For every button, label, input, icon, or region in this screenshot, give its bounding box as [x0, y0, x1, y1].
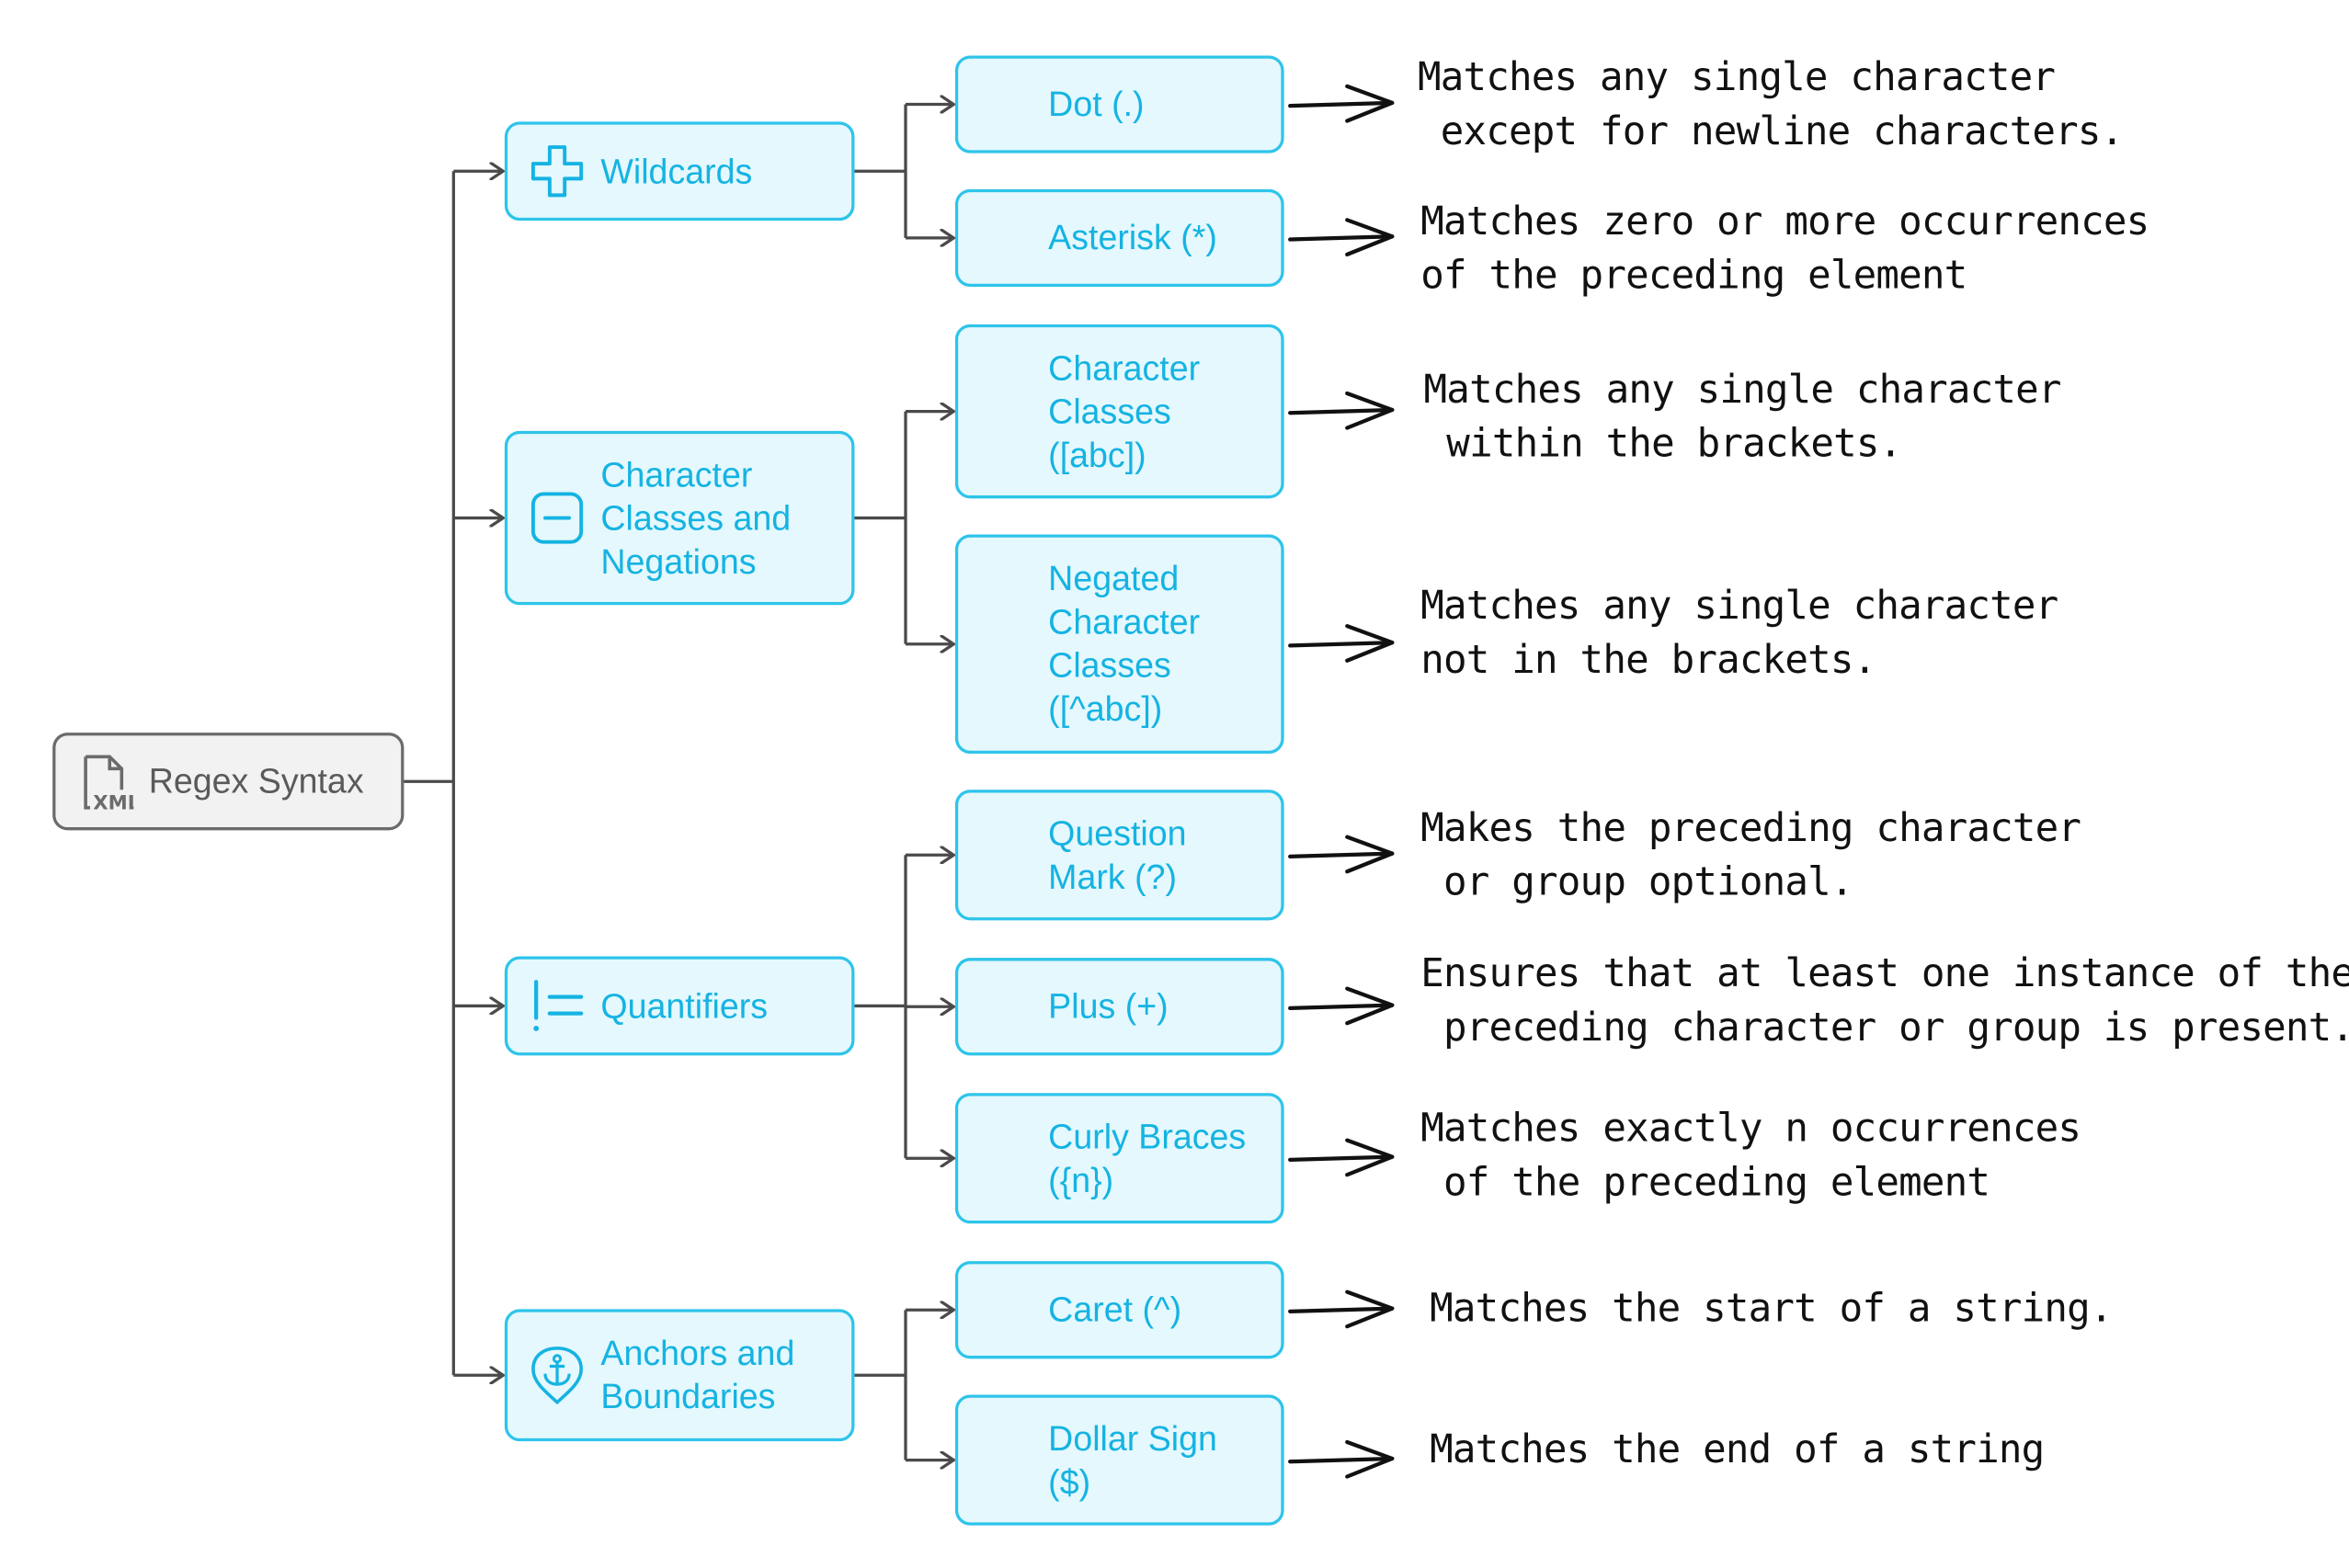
- leaf-node-question-mark[interactable]: Question Mark (?): [954, 790, 1284, 921]
- xml-file-icon: XML: [76, 752, 133, 812]
- description-curly-braces: Matches exactly n occurrences of the pre…: [1420, 1106, 2081, 1206]
- leaf-node-dollar-sign[interactable]: Dollar Sign ($): [954, 1394, 1284, 1526]
- category-node-character-classes[interactable]: Character Classes and Negations: [504, 430, 855, 606]
- description-caret: Matches the start of a string.: [1430, 1286, 2113, 1332]
- leaf-to-description-arrow: [1288, 1290, 1395, 1329]
- leaf-node-asterisk[interactable]: Asterisk (*): [954, 188, 1284, 287]
- svg-text:XML: XML: [93, 791, 133, 812]
- root-node[interactable]: XML Regex Syntax: [52, 733, 405, 831]
- category-label: Character Classes and Negations: [600, 454, 792, 581]
- category-node-wildcards[interactable]: Wildcards: [504, 121, 855, 222]
- leaf-node-curly-braces[interactable]: Curly Braces ({n}): [954, 1093, 1284, 1224]
- description-asterisk: Matches zero or more occurrences of the …: [1420, 199, 2149, 300]
- leaf-node-caret[interactable]: Caret (^): [954, 1261, 1284, 1359]
- leaf-to-description-arrow: [1288, 391, 1395, 430]
- category-label: Quantifiers: [600, 985, 769, 1025]
- leaf-to-description-arrow: [1288, 835, 1395, 874]
- leaf-node-dot[interactable]: Dot (.): [954, 55, 1284, 153]
- leaf-label: Character Classes ([abc]): [1048, 347, 1201, 474]
- leaf-node-negated-character-classes[interactable]: Negated Character Classes ([^abc]): [954, 534, 1284, 755]
- plus-icon: [529, 142, 586, 199]
- leaf-label: Caret (^): [1048, 1290, 1182, 1329]
- leaf-node-character-classes[interactable]: Character Classes ([abc]): [954, 324, 1284, 499]
- leaf-to-description-arrow: [1288, 84, 1395, 123]
- leaf-to-description-arrow: [1288, 1439, 1395, 1479]
- root-label: Regex Syntax: [148, 761, 364, 801]
- leaf-label: Curly Braces ({n}): [1048, 1116, 1247, 1199]
- leaf-label: Question Mark (?): [1048, 812, 1187, 896]
- anchor-icon: [529, 1346, 586, 1405]
- leaf-node-plus[interactable]: Plus (+): [954, 958, 1284, 1056]
- category-node-quantifiers[interactable]: Quantifiers: [504, 956, 855, 1056]
- leaf-to-description-arrow: [1288, 986, 1395, 1026]
- leaf-label: Asterisk (*): [1048, 217, 1217, 257]
- category-label: Wildcards: [600, 151, 753, 190]
- description-dot: Matches any single character except for …: [1418, 55, 2124, 155]
- description-question-mark: Makes the preceding character or group o…: [1420, 806, 2081, 906]
- leaf-to-description-arrow: [1288, 218, 1395, 257]
- leaf-label: Negated Character Classes ([^abc]): [1048, 558, 1201, 729]
- category-label: Anchors and Boundaries: [600, 1333, 795, 1416]
- leaf-label: Plus (+): [1048, 986, 1169, 1026]
- minus-square-icon: [529, 490, 586, 547]
- leaf-to-description-arrow: [1288, 1138, 1395, 1177]
- leaf-to-description-arrow: [1288, 624, 1395, 663]
- description-plus: Ensures that at least one instance of th…: [1420, 951, 2349, 1051]
- description-dollar-sign: Matches the end of a string: [1430, 1427, 2045, 1473]
- leaf-label: Dollar Sign ($): [1048, 1417, 1217, 1501]
- category-node-anchors[interactable]: Anchors and Boundaries: [504, 1309, 855, 1442]
- list-exclamation-icon: [529, 977, 586, 1034]
- description-negated-character-classes: Matches any single character not in the …: [1420, 584, 2058, 684]
- leaf-label: Dot (.): [1048, 84, 1145, 123]
- description-character-classes: Matches any single character within the …: [1423, 368, 2062, 468]
